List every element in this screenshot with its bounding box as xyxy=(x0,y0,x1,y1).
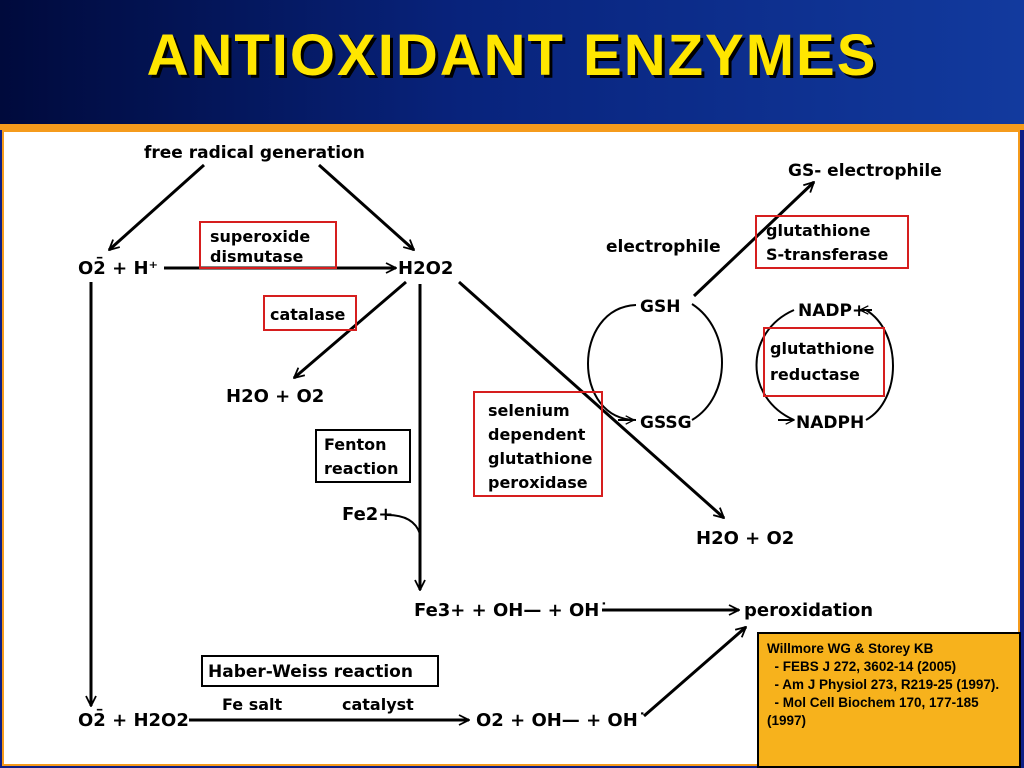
superoxide-h2o2-label: O2̄ + H2O2 xyxy=(78,709,189,731)
h2o2-label: H2O2 xyxy=(398,258,453,279)
superoxide-label: O2̄ + H⁺ xyxy=(78,257,158,279)
free-radical-generation: free radical generation xyxy=(144,143,365,163)
sod-label-line2: dismutase xyxy=(210,247,303,266)
fenton-box xyxy=(315,429,411,483)
arrow-radical-to-superoxide xyxy=(109,163,206,250)
arrow-h2o2-to-water-right xyxy=(458,280,724,518)
fe2-label: Fe2+ xyxy=(342,504,393,525)
nadp-label: NADP+ xyxy=(798,301,866,321)
gr-label-line2: reductase xyxy=(770,365,860,384)
fenton-label-line1: Fenton xyxy=(324,435,387,454)
haber-products: O2 + OH— + OH˙ xyxy=(476,710,647,731)
title-divider xyxy=(0,124,1024,130)
reference-box: Willmore WG & Storey KB - FEBS J 272, 36… xyxy=(757,632,1021,768)
sod-label-line1: superoxide xyxy=(210,227,310,246)
arrow-gsh-to-gs-electrophile xyxy=(692,182,814,298)
gpx-label-line1: selenium xyxy=(488,401,570,420)
catalase-box xyxy=(263,295,357,331)
catalase-label: catalase xyxy=(270,305,346,324)
gst-label-line1: glutathione xyxy=(766,221,871,240)
reference-ajp: - Am J Physiol 273, R219-25 (1997). xyxy=(767,677,1000,692)
sod-box xyxy=(199,221,337,269)
water-oxygen-left: H2O + O2 xyxy=(226,386,324,407)
electrophile-label: electrophile xyxy=(606,237,721,257)
catalyst-label: catalyst xyxy=(342,695,414,714)
gpx-box xyxy=(473,391,603,497)
title-bar xyxy=(0,0,1024,124)
nadph-label: NADPH xyxy=(796,413,864,433)
haber-weiss-box xyxy=(201,655,439,687)
water-oxygen-right: H2O + O2 xyxy=(696,528,794,549)
gpx-label-line3: glutathione xyxy=(488,449,593,468)
gst-label-line2: S-transferase xyxy=(766,245,888,264)
gr-label-line1: glutathione xyxy=(770,339,875,358)
gssg-label: GSSG xyxy=(640,413,692,433)
gs-electrophile-label: GS- electrophile xyxy=(788,161,942,181)
gsh-gssg-cycle xyxy=(587,304,637,421)
gpx-label-line2: dependent xyxy=(488,425,586,444)
gsh-gssg-cycle-right xyxy=(691,303,723,421)
haber-weiss-label: Haber-Weiss reaction xyxy=(208,662,413,682)
slide-title: ANTIOXIDANT ENZYMES xyxy=(146,23,878,88)
gst-box xyxy=(755,215,909,269)
antioxidant-enzyme-diagram: free radical generation O2̄ + H⁺ H2O2 H2… xyxy=(78,143,942,731)
gsh-label: GSH xyxy=(640,297,680,317)
reference-authors: Willmore WG & Storey KB xyxy=(767,641,934,656)
nadph-nadp-cycle-right xyxy=(865,309,894,421)
fe3-products: Fe3+ + OH— + OH˙ xyxy=(414,600,608,621)
fenton-label-line2: reaction xyxy=(324,459,399,478)
arrow-haber-products-to-peroxidation xyxy=(643,627,746,718)
gr-box xyxy=(763,327,885,397)
fe2-curve xyxy=(386,514,421,535)
reference-mcb: - Mol Cell Biochem 170, 177-185 (1997) xyxy=(767,695,983,728)
reference-febs: - FEBS J 272, 3602-14 (2005) xyxy=(767,659,957,674)
gpx-label-line4: peroxidase xyxy=(488,473,588,492)
peroxidation-label: peroxidation xyxy=(744,600,873,621)
nadph-nadp-cycle-left xyxy=(755,309,795,421)
fe-salt-label: Fe salt xyxy=(222,695,283,714)
arrow-radical-to-h2o2 xyxy=(317,163,414,250)
